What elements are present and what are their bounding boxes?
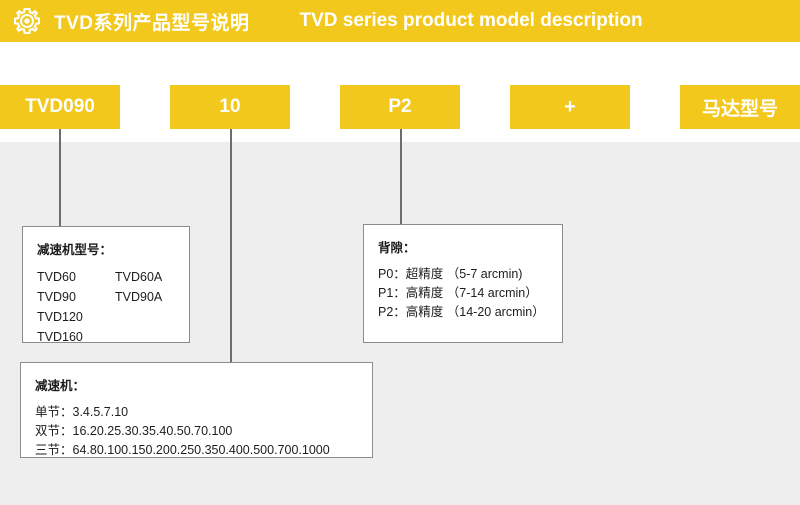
list-item: P1：高精度 （7-14 arcmin） bbox=[378, 286, 538, 300]
list-item: 三节：64.80.100.150.200.250.350.400.500.700… bbox=[35, 443, 330, 457]
connector-line-ratio bbox=[230, 129, 232, 362]
list-item: TVD60 bbox=[37, 270, 76, 284]
list-item bbox=[115, 307, 175, 327]
connector-line-gearbox-model bbox=[59, 129, 61, 227]
list-item: P0：超精度 （5-7 arcmin) bbox=[378, 267, 523, 281]
list-item: 单节：3.4.5.7.10 bbox=[35, 405, 129, 419]
header-title-cn: TVD系列产品型号说明 bbox=[54, 12, 250, 34]
info-box-ratio: 减速机： 单节：3.4.5.7.10 双节：16.20.25.30.35.40.… bbox=[20, 362, 373, 458]
list-item: TVD90A bbox=[115, 290, 163, 304]
gearbox-model-list: TVD60 TVD60A TVD90 TVD90A TVD120 TVD160 bbox=[37, 267, 175, 347]
list-item bbox=[115, 327, 175, 347]
list-item: TVD90 bbox=[37, 290, 76, 304]
list-item: 双节：16.20.25.30.35.40.50.70.100 bbox=[35, 424, 233, 438]
list-item: TVD120 bbox=[37, 310, 83, 324]
chip-plus[interactable]: + bbox=[510, 85, 630, 129]
chip-ratio[interactable]: 10 bbox=[170, 85, 290, 129]
info-box-backlash: 背隙： P0：超精度 （5-7 arcmin) P1：高精度 （7-14 arc… bbox=[363, 224, 563, 343]
info-box-ratio-title: 减速机： bbox=[35, 379, 86, 393]
info-box-gearbox-model: 减速机型号： TVD60 TVD60A TVD90 TVD90A TVD120 … bbox=[22, 226, 190, 344]
chip-gearbox-size[interactable]: TVD090 bbox=[0, 85, 120, 129]
chip-motor-model[interactable]: 马达型号 bbox=[680, 85, 800, 129]
header-band: TVD系列产品型号说明 TVD series product model des… bbox=[0, 0, 800, 42]
chip-backlash[interactable]: P2 bbox=[340, 85, 460, 129]
info-box-gearbox-model-title: 减速机型号： bbox=[37, 243, 113, 257]
header-title-en: TVD series product model description bbox=[299, 10, 643, 31]
connector-line-backlash bbox=[400, 129, 402, 224]
gear-icon bbox=[13, 7, 41, 35]
list-item: TVD60A bbox=[115, 270, 163, 284]
info-box-backlash-title: 背隙： bbox=[378, 241, 416, 255]
list-item: TVD160 bbox=[37, 330, 83, 344]
list-item: P2：高精度 （14-20 arcmin） bbox=[378, 305, 545, 319]
